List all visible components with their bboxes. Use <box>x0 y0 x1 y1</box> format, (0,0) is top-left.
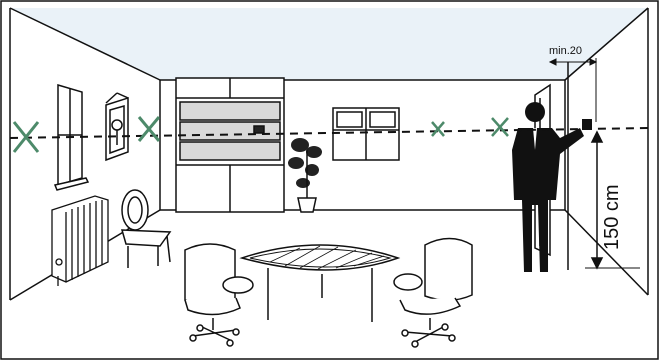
cabinet <box>176 78 284 212</box>
min-distance-label: min.20 <box>549 45 582 57</box>
potted-plant <box>288 138 322 212</box>
meeting-table <box>242 245 398 322</box>
back-wall-window <box>333 108 399 160</box>
cross-mark-icon <box>139 117 159 141</box>
height-label: 150 cm <box>601 184 623 250</box>
radiator <box>52 196 108 286</box>
wall-picture <box>106 93 128 160</box>
cross-mark-icon <box>432 122 444 136</box>
office-chair-left <box>185 244 253 346</box>
cabinet-panel-display <box>254 126 264 133</box>
cross-mark-icon <box>492 118 508 136</box>
office-chair-right <box>394 239 472 348</box>
ceiling <box>10 8 648 80</box>
thermostat-sensor-icon <box>582 119 592 130</box>
